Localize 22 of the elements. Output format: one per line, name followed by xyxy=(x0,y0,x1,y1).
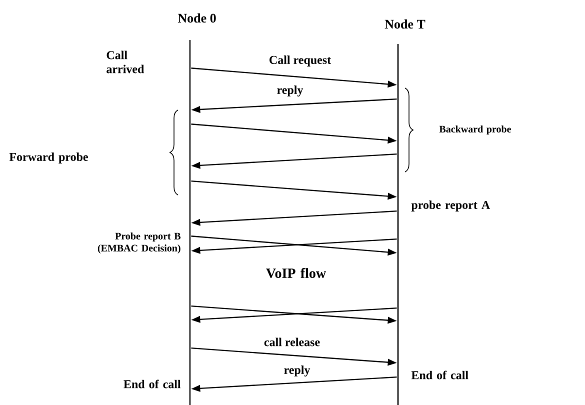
text-label: Probe report B (EMBAC Decision) xyxy=(98,232,181,254)
text-label: Backward probe xyxy=(439,125,511,135)
arrow xyxy=(191,153,397,169)
arrow xyxy=(191,376,397,392)
text-label: probe report A xyxy=(411,200,490,212)
text-label: End of call xyxy=(411,370,468,380)
text-label: Forward probe xyxy=(9,152,88,164)
text-label: VoIP flow xyxy=(266,268,326,278)
arrow xyxy=(191,180,397,200)
node-label: Node T xyxy=(384,19,426,29)
edge-label: Call request xyxy=(268,54,332,68)
arrow xyxy=(191,347,397,366)
edge-label: call release xyxy=(262,336,322,348)
edge-label: reply xyxy=(282,364,312,378)
text-label: End of call xyxy=(124,380,181,388)
arrow xyxy=(191,124,397,144)
node-label: Node 0 xyxy=(178,13,216,23)
arrow xyxy=(191,98,397,113)
edge-label: reply xyxy=(276,84,304,98)
text-label: Call arrived xyxy=(106,50,144,74)
arrow xyxy=(191,210,397,226)
arrow xyxy=(191,68,397,88)
